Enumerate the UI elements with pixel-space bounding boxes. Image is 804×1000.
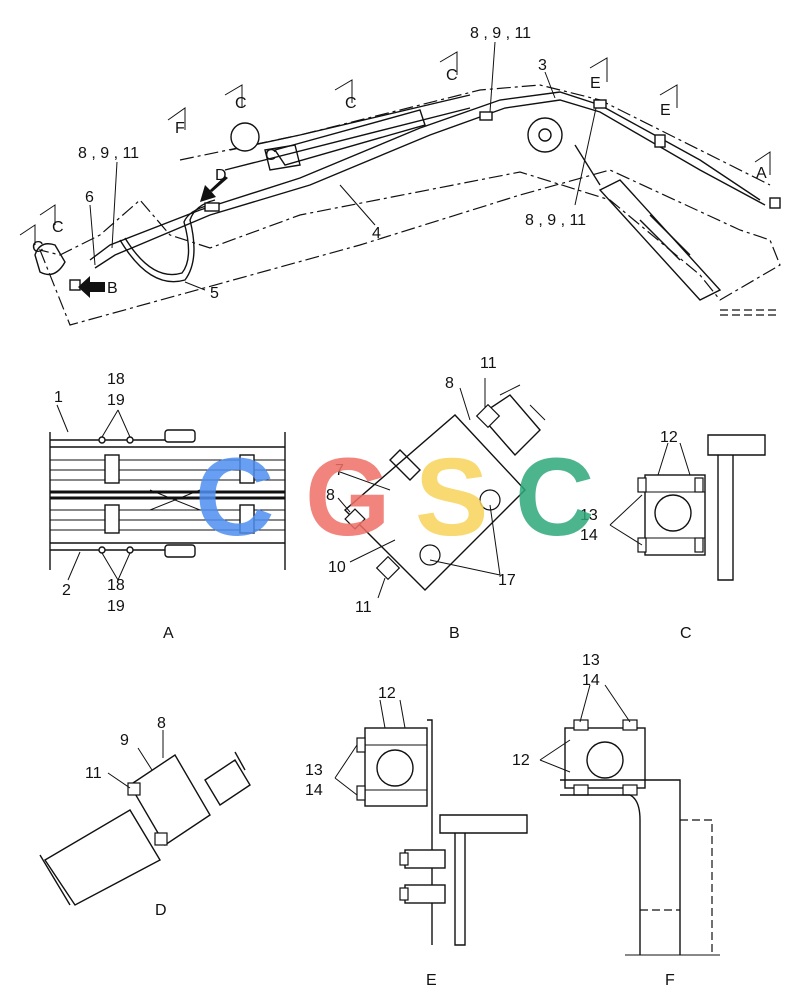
detail-e-callout-13: 13 (305, 762, 323, 779)
boom-cylinder (598, 179, 722, 301)
watermark-letter-1: C (195, 436, 274, 559)
detail-e-caption: E (426, 972, 437, 989)
view-marker-d: D (215, 167, 227, 184)
detail-b-callout-7: 7 (335, 462, 344, 479)
hose-line-4 (94, 99, 766, 269)
detail-a-callout-2: 2 (62, 582, 71, 599)
view-marker-c-6: C (265, 147, 277, 164)
detail-e-callout-12: 12 (378, 685, 396, 702)
view-marker-c-1: C (32, 239, 44, 256)
detail-a: 1 18 19 2 18 19 A (49, 371, 286, 642)
detail-f: 13 14 12 F (512, 652, 720, 989)
detail-b-callout-8-left: 8 (326, 487, 335, 504)
watermark-letter-2: G (305, 436, 391, 559)
detail-b-callout-10: 10 (328, 559, 346, 576)
callout-6: 6 (85, 189, 94, 206)
watermark-letter-3: S (415, 436, 488, 559)
detail-d-caption: D (155, 902, 167, 919)
boom-outline (39, 169, 781, 326)
view-marker-b: B (107, 280, 118, 297)
detail-a-callout-1: 1 (54, 389, 63, 406)
callout-8-9-11-top: 8 , 9 , 11 (470, 25, 531, 42)
detail-b-callout-17: 17 (498, 572, 516, 589)
bucket-linkage (34, 243, 66, 276)
hose-loop-5 (119, 199, 216, 283)
view-marker-e-1: E (590, 75, 601, 92)
view-marker-c-2: C (52, 219, 64, 236)
detail-c-callout-14: 14 (580, 527, 598, 544)
detail-b: 8 11 7 8 10 11 17 B (326, 355, 546, 642)
detail-d-callout-11: 11 (85, 765, 102, 782)
hose-bundle (50, 490, 285, 500)
detail-f-callout-14: 14 (582, 672, 600, 689)
view-marker-c-4: C (345, 95, 357, 112)
detail-d-callout-8: 8 (157, 715, 166, 732)
callout-8-9-11-left: 8 , 9 , 11 (78, 145, 139, 162)
detail-b-caption: B (449, 625, 460, 642)
arm-cylinder-head (230, 122, 260, 152)
detail-b-callout-11-bottom: 11 (355, 599, 372, 616)
view-marker-c-5: C (446, 67, 458, 84)
detail-b-callout-11-top: 11 (480, 355, 497, 372)
callout-3: 3 (538, 57, 547, 74)
view-marker-a: A (756, 165, 767, 182)
view-marker-e-2: E (660, 102, 671, 119)
fitting-b (69, 279, 81, 291)
detail-d-callout-9: 9 (120, 732, 129, 749)
detail-c-caption: C (680, 625, 692, 642)
watermark-letter-4: C (515, 436, 594, 559)
detail-a-callout-19-top: 19 (107, 392, 125, 409)
main-view: 8 , 9 , 11 3 8 , 9 , 11 8 , 9 , 11 6 4 5… (19, 25, 781, 326)
callout-8-9-11-right: 8 , 9 , 11 (525, 212, 586, 229)
detail-e: 12 13 14 E (305, 685, 528, 989)
callout-5: 5 (210, 285, 219, 302)
detail-a-callout-18-top: 18 (107, 371, 125, 388)
boom-upper-edge (179, 84, 771, 186)
detail-d: 9 8 11 D (39, 715, 251, 919)
manifold-block (343, 414, 526, 591)
hose-line-3 (89, 91, 761, 261)
detail-a-caption: A (163, 625, 174, 642)
detail-c: 12 13 14 C (580, 429, 766, 642)
arrow-d (200, 176, 228, 202)
view-marker-f: F (175, 120, 185, 137)
arm-cylinder (273, 109, 426, 166)
detail-f-callout-13: 13 (582, 652, 600, 669)
detail-c-callout-13: 13 (580, 507, 598, 524)
detail-a-callout-18-bottom: 18 (107, 577, 125, 594)
detail-e-callout-14: 14 (305, 782, 323, 799)
coupling-body (129, 754, 211, 846)
detail-b-callout-8-top: 8 (445, 375, 454, 392)
detail-f-caption: F (665, 972, 675, 989)
view-marker-c-3: C (235, 95, 247, 112)
callout-4: 4 (372, 225, 381, 242)
detail-a-callout-19-bottom: 19 (107, 598, 125, 615)
clamp-bracket-c (707, 434, 766, 456)
watermark: C G S C (195, 436, 594, 559)
detail-f-callout-12: 12 (512, 752, 530, 769)
detail-c-callout-12: 12 (660, 429, 678, 446)
arrow-b (78, 276, 105, 298)
